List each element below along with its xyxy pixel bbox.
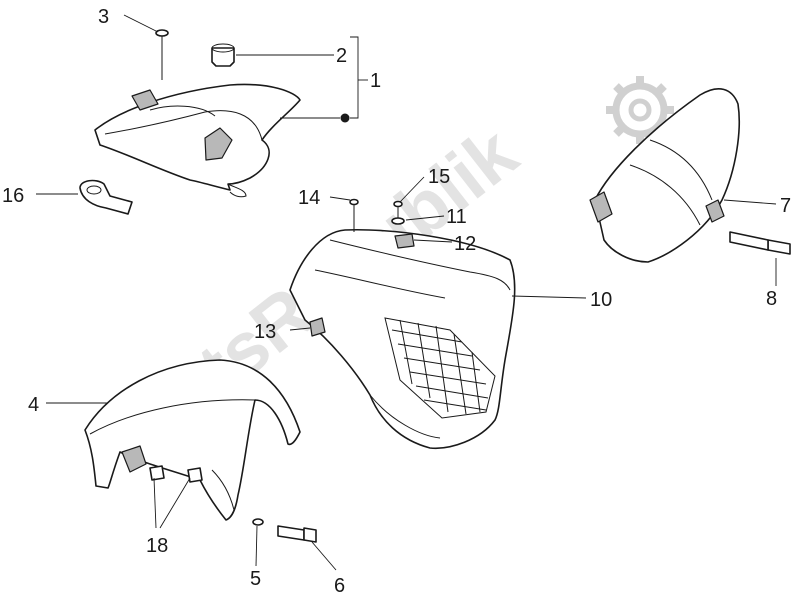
part-cap-bushing [211,43,235,67]
callout-labels: 3 2 1 16 15 14 11 12 7 8 10 13 4 18 5 6 [2,6,791,597]
part-bracket-clamp [79,179,133,215]
callout-11: 11 [446,206,467,228]
callout-1: 1 [370,70,381,92]
callout-2: 2 [336,45,347,67]
callout-18: 18 [146,535,168,557]
leader-lines [36,14,777,571]
part-front-mudguard [84,359,301,521]
callout-15: 15 [428,166,450,188]
callout-14: 14 [298,187,320,209]
callout-7: 7 [780,195,791,217]
part-grommet-18b [187,467,203,483]
part-handlebar-cover-top [94,83,301,198]
part-bolt-8 [729,231,791,255]
callout-12: 12 [454,233,476,255]
callout-5: 5 [250,568,261,590]
part-clip-13 [309,317,326,337]
part-washer-5 [252,518,264,526]
callout-6: 6 [334,575,345,597]
callout-13: 13 [254,321,276,343]
part-screw-14 [349,198,359,232]
part-screw-15 [393,200,403,218]
bullet-marker [340,113,350,123]
grille [384,317,496,419]
part-bolt-6 [277,525,317,543]
part-rear-mudguard [589,87,741,263]
gear-icon [606,76,674,144]
part-washer-11 [391,217,405,225]
callout-3: 3 [98,6,109,28]
part-front-shield [289,228,516,450]
part-grommet-18a [149,465,165,481]
callout-4: 4 [28,394,39,416]
callout-16: 16 [2,185,24,207]
callout-8: 8 [766,288,777,310]
callout-10: 10 [590,289,612,311]
part-screw-3 [155,29,169,80]
part-clip-12 [394,233,415,249]
